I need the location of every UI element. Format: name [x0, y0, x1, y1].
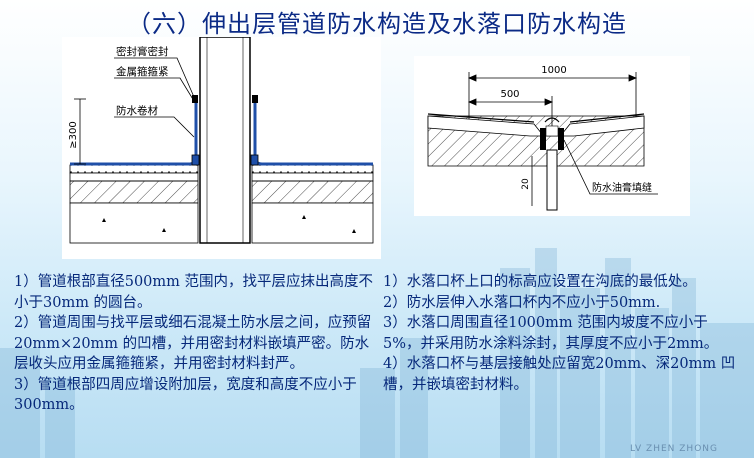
pipe-requirement-3: 3）管道根部四周应增设附加层，宽度和高度不应小于300mm。	[14, 376, 357, 414]
dimension-20: 20	[521, 178, 531, 190]
clamp-label: 金属箍箍紧	[116, 65, 169, 78]
height-label: ≥300	[68, 121, 79, 148]
pipe-requirements-text: 1）管道根部直径500mm 范围内，找平层应抹出高度不小于30mm 的圆台。 2…	[14, 272, 376, 416]
drain-requirements-text: 1）水落口杯上口的标高应设置在沟底的最低处。 2）防水层伸入水落口杯内不应小于5…	[383, 272, 745, 395]
dimension-500: 500	[500, 89, 519, 100]
watermark: LV ZHEN ZHONG	[630, 444, 718, 454]
drain-requirement-2: 2）防水层伸入水落口杯内不应小于50mm.	[383, 294, 661, 311]
drain-requirement-1: 1）水落口杯上口的标高应设置在沟底的最低处。	[383, 274, 697, 290]
pipe-flashing-diagram: ≥300 密封膏密封 金属箍箍紧 防水卷材	[62, 36, 381, 259]
joint-label: 防水油膏填缝	[592, 181, 652, 194]
drain-requirement-3: 3）水落口周围直径1000mm 范围内坡度不应小于5%，并采用防水涂料涂封，其厚…	[383, 315, 719, 352]
drain-requirement-4: 4）水落口杯与基层接触处应留宽20mm、深20mm 凹槽，并嵌填密封材料。	[383, 356, 736, 393]
roof-layers-right	[251, 164, 374, 244]
roof-drain-diagram: 1000 500 20 防水油膏填缝	[414, 56, 690, 216]
drain-outlet	[540, 117, 564, 211]
sloped-roof-layers	[427, 113, 645, 167]
pipe-requirement-1: 1）管道根部直径500mm 范围内，找平层应抹出高度不小于30mm 的圆台。	[14, 274, 374, 311]
page-title: （六）伸出层管道防水构造及水落口防水构造	[127, 10, 627, 38]
vertical-pipe	[199, 36, 251, 244]
sealant-label: 密封膏密封	[116, 45, 169, 58]
roof-layers-left	[69, 164, 199, 244]
pipe-requirement-2: 2）管道周围与找平层或细石混凝土防水层之间，应预留20mm×20mm 的凹槽，并…	[14, 315, 372, 372]
city-skyline-background	[0, 248, 754, 458]
membrane-label: 防水卷材	[116, 104, 158, 117]
dimension-1000: 1000	[541, 65, 566, 76]
